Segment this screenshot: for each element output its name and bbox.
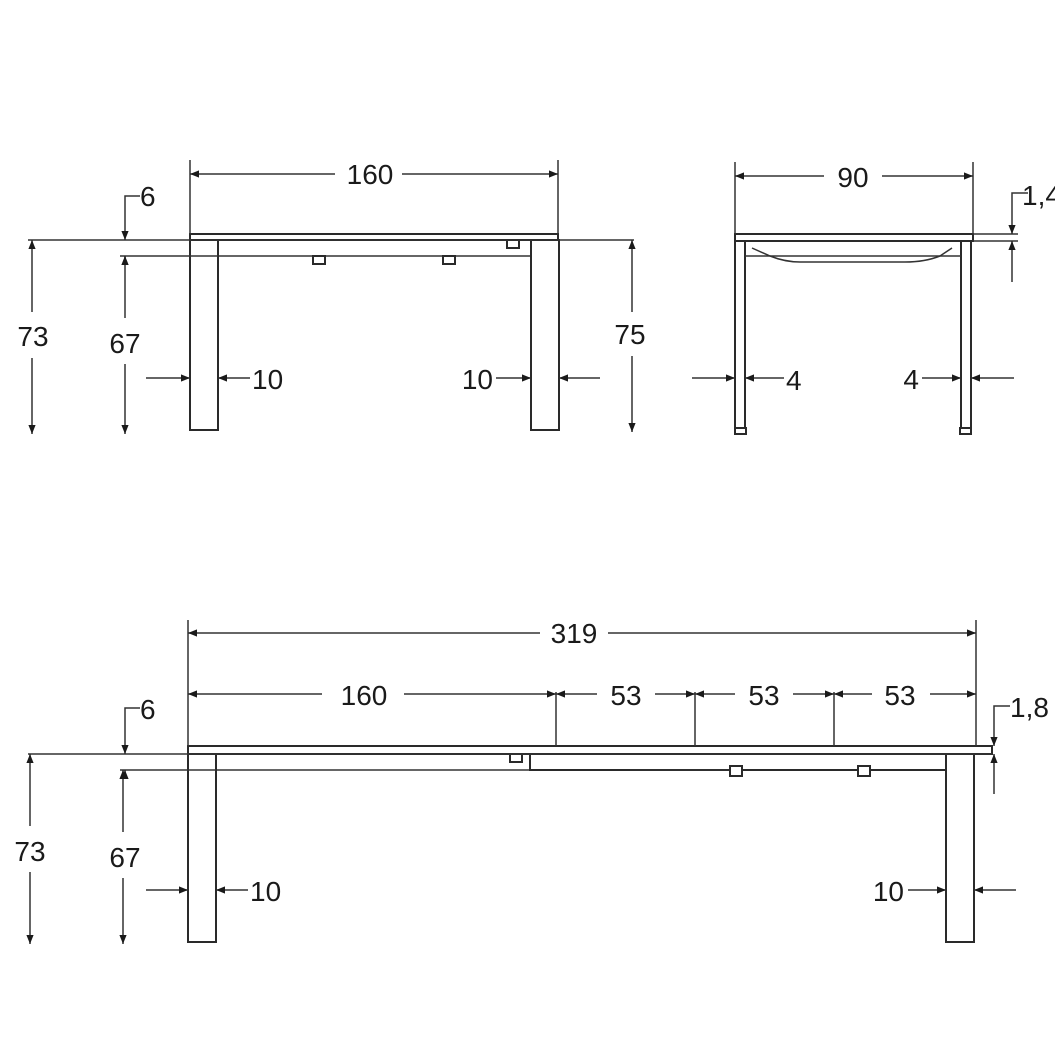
front-total-height-label: 73 [17, 321, 48, 352]
side-left-foot [734, 427, 747, 435]
front-right-leg-label: 10 [462, 364, 493, 395]
side-table-body [734, 233, 974, 435]
side-left-leg [734, 240, 746, 432]
side-right-leg-label: 4 [903, 364, 919, 395]
extended-segment-3-label: 53 [884, 680, 915, 711]
front-top-thickness-label: 6 [140, 181, 156, 212]
extended-bracket [857, 765, 871, 777]
side-left-leg-label: 4 [786, 365, 802, 396]
front-tabletop [189, 233, 559, 241]
front-bracket [312, 255, 326, 265]
side-right-foot [959, 427, 972, 435]
extended-segment-1-dimension: 53 [556, 680, 695, 711]
front-table-body [189, 233, 560, 431]
front-view: 160 6 73 67 75 [17, 159, 646, 434]
side-top-thickness-dimension: 1,4 [973, 180, 1055, 282]
extended-bracket [509, 753, 523, 763]
extended-segment-2-label: 53 [748, 680, 779, 711]
extended-tabletop [187, 745, 993, 755]
front-width-dimension: 160 [189, 159, 559, 234]
extended-base-width-label: 160 [341, 680, 388, 711]
extended-right-leg-dimension: 10 [873, 876, 1016, 907]
front-left-leg-dimension: 10 [146, 364, 283, 395]
extended-left-leg [187, 753, 217, 943]
side-right-leg-dimension: 4 [903, 364, 1014, 395]
front-total-height-dimension: 73 [17, 240, 49, 434]
front-overall-height-dimension: 75 [614, 240, 646, 432]
extended-total-width-label: 319 [551, 618, 598, 649]
extended-total-height-dimension: 73 [14, 754, 46, 944]
front-left-leg [189, 239, 219, 431]
extended-left-leg-label: 10 [250, 876, 281, 907]
front-top-thickness-dimension: 6 [121, 181, 156, 265]
extended-bracket [729, 765, 743, 777]
front-bracket [442, 255, 456, 265]
front-left-leg-label: 10 [252, 364, 283, 395]
front-right-leg-dimension: 10 [462, 364, 600, 395]
extended-segment-3-dimension: 53 [834, 680, 976, 711]
side-top-thickness-label: 1,4 [1022, 180, 1055, 211]
side-view: 90 1,4 4 4 [692, 162, 1055, 435]
extended-leg-height-label: 67 [109, 842, 140, 873]
extended-total-height-label: 73 [14, 836, 45, 867]
extended-left-leg-dimension: 10 [146, 876, 281, 907]
front-leg-height-label: 67 [109, 328, 140, 359]
extended-top-thickness-label: 1,8 [1010, 692, 1049, 723]
front-bracket [506, 239, 520, 249]
front-right-leg [530, 239, 560, 431]
extended-right-leg [945, 753, 975, 943]
extended-segment-1-label: 53 [610, 680, 641, 711]
side-depth-label: 90 [837, 162, 868, 193]
front-width-label: 160 [347, 159, 394, 190]
front-leg-height-dimension: 67 [109, 256, 141, 434]
extended-total-width-dimension: 319 [187, 618, 977, 746]
extended-view: 319 160 53 53 53 [14, 618, 1049, 944]
extended-base-width-dimension: 160 [188, 680, 556, 711]
extended-edge-thickness-dimension: 6 [121, 694, 156, 779]
extended-top-thickness-dimension: 1,8 [990, 692, 1049, 794]
side-drawer-profile [751, 247, 953, 263]
extended-right-leg-label: 10 [873, 876, 904, 907]
extended-edge-thickness-label: 6 [140, 694, 156, 725]
extended-leg-height-dimension: 67 [109, 770, 141, 944]
extended-segment-2-dimension: 53 [695, 680, 834, 711]
extended-table-body [187, 745, 993, 943]
side-tabletop [734, 233, 974, 242]
side-depth-dimension: 90 [734, 162, 974, 234]
side-left-leg-dimension: 4 [692, 365, 802, 396]
front-overall-height-label: 75 [614, 319, 645, 350]
side-right-leg [960, 240, 972, 432]
